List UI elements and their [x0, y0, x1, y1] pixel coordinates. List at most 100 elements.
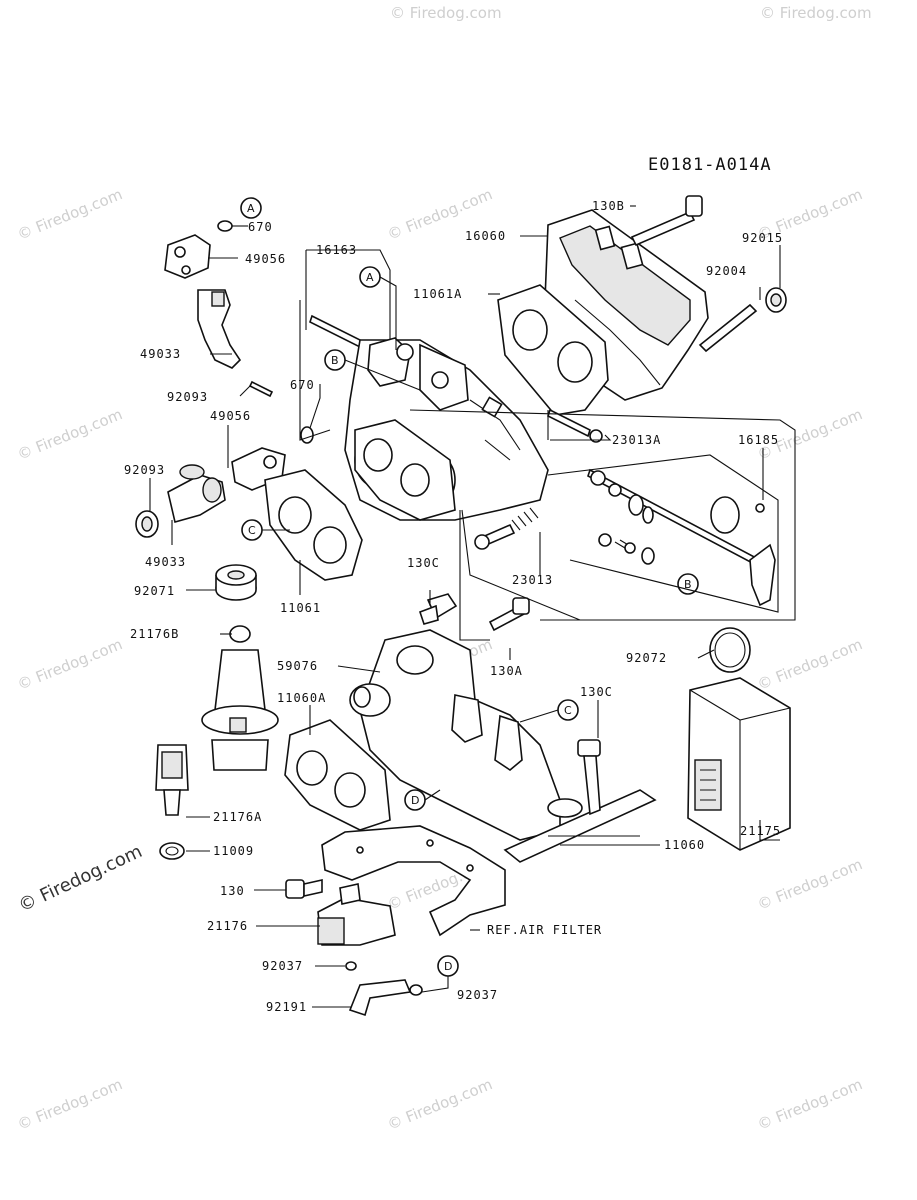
watermark-text: © Firedog.com — [15, 405, 125, 463]
bolt-130c-lower — [577, 739, 601, 816]
svg-text:D: D — [411, 794, 419, 807]
label-130a: 130A — [490, 664, 523, 678]
callout-c-right: C — [557, 699, 579, 721]
label-130: 130 — [220, 884, 245, 898]
svg-text:B: B — [684, 578, 692, 591]
throttle-shaft-16185 — [587, 468, 776, 607]
label-130b: 130B — [592, 199, 625, 213]
watermark-text: © Firedog.com — [385, 1075, 495, 1133]
oring-670-mid — [300, 426, 314, 444]
label-92015: 92015 — [742, 231, 783, 245]
label-59076: 59076 — [277, 659, 318, 673]
ecu-21175 — [687, 677, 791, 851]
callout-a-mid: A — [359, 266, 381, 288]
watermark-text: © Firedog.com — [755, 1075, 865, 1133]
label-16185: 16185 — [738, 433, 779, 447]
label-49033-top: 49033 — [140, 347, 181, 361]
label-92093-top: 92093 — [167, 390, 208, 404]
callout-c-left: C — [241, 519, 263, 541]
bolt-130c-upper — [418, 593, 458, 625]
label-670-mid: 670 — [290, 378, 315, 392]
label-130c-lower: 130C — [580, 685, 613, 699]
sensor-21176b — [201, 625, 279, 771]
intake-manifold-11060 — [349, 629, 657, 863]
label-11061a: 11061A — [413, 287, 462, 301]
label-92004: 92004 — [706, 264, 747, 278]
leader-lines — [149, 205, 796, 1008]
label-21175: 21175 — [740, 824, 781, 838]
oring-670-upper — [217, 220, 233, 232]
label-11061: 11061 — [280, 601, 321, 615]
screw-23013a — [547, 408, 603, 443]
svg-text:D: D — [444, 960, 452, 973]
label-670-top: 670 — [248, 220, 273, 234]
label-23013: 23013 — [512, 573, 553, 587]
hose-92191 — [348, 979, 412, 1017]
sensor-21176 — [317, 883, 396, 946]
label-92191: 92191 — [266, 1000, 307, 1014]
bolt-130a — [488, 597, 530, 632]
watermark-text-dark: © Firedog.com — [15, 841, 145, 917]
bracket-ref-air-filter — [321, 825, 506, 937]
label-92037-left: 92037 — [262, 959, 303, 973]
clamp-92072 — [709, 627, 751, 673]
watermark-text: © Firedog.com — [755, 855, 865, 913]
washer-11009 — [159, 842, 185, 860]
injector-49033-lower — [167, 464, 226, 523]
label-11060a: 11060A — [277, 691, 326, 705]
label-49056-top: 49056 — [245, 252, 286, 266]
label-ref-air-filter: REF.AIR FILTER — [487, 923, 602, 937]
watermark-text: © Firedog.com — [15, 635, 125, 693]
label-16060: 16060 — [465, 229, 506, 243]
grommet-92071 — [215, 564, 257, 601]
watermark-text: © Firedog.com — [390, 4, 502, 22]
watermark-text: © Firedog.com — [15, 1075, 125, 1133]
injector-49033-upper — [197, 289, 242, 369]
clip-92037-a — [345, 961, 357, 971]
callout-d-mid: D — [404, 789, 426, 811]
callout-b-right: B — [677, 573, 699, 595]
label-16163: 16163 — [316, 243, 357, 257]
label-11060: 11060 — [664, 838, 705, 852]
watermark-text: © Firedog.com — [15, 185, 125, 243]
label-49033-lower: 49033 — [145, 555, 186, 569]
throttle-gasket-mid — [354, 419, 456, 521]
watermark-text: © Firedog.com — [760, 4, 872, 22]
sensor-21176a — [155, 744, 189, 816]
label-92037-right: 92037 — [457, 988, 498, 1002]
screw-23013 — [474, 507, 539, 550]
gasket-11061 — [264, 469, 363, 581]
part-labels: 670 49056 16163 16060 130B 92015 92004 1… — [124, 199, 783, 1014]
callout-a-top: A — [240, 197, 262, 219]
pin-59076 — [353, 686, 371, 708]
label-23013a: 23013A — [612, 433, 661, 447]
svg-text:A: A — [366, 271, 374, 284]
label-21176b: 21176B — [130, 627, 179, 641]
bolt-130b — [630, 195, 703, 247]
label-130c-upper: 130C — [407, 556, 440, 570]
label-21176a: 21176A — [213, 810, 262, 824]
injector-upper-49056 — [164, 234, 211, 279]
gasket-11060a — [284, 719, 391, 831]
stud-92004 — [698, 303, 758, 353]
label-49056-mid: 49056 — [210, 409, 251, 423]
label-11009: 11009 — [213, 844, 254, 858]
seal-92093-lower — [135, 510, 159, 538]
svg-text:C: C — [248, 524, 256, 537]
bolt-130 — [285, 879, 323, 899]
label-21176: 21176 — [207, 919, 248, 933]
nut-92015 — [765, 287, 787, 313]
callout-d-bottom: D — [437, 955, 459, 977]
clip-92093-upper — [248, 380, 274, 398]
watermark-text: © Firedog.com — [755, 635, 865, 693]
label-92093-mid: 92093 — [124, 463, 165, 477]
diagram-code: E0181-A014A — [648, 155, 772, 175]
clip-92037-b — [409, 984, 423, 996]
callout-b-left: B — [324, 349, 346, 371]
label-92071: 92071 — [134, 584, 175, 598]
svg-text:B: B — [331, 354, 339, 367]
svg-text:A: A — [247, 202, 255, 215]
svg-text:C: C — [564, 704, 572, 717]
